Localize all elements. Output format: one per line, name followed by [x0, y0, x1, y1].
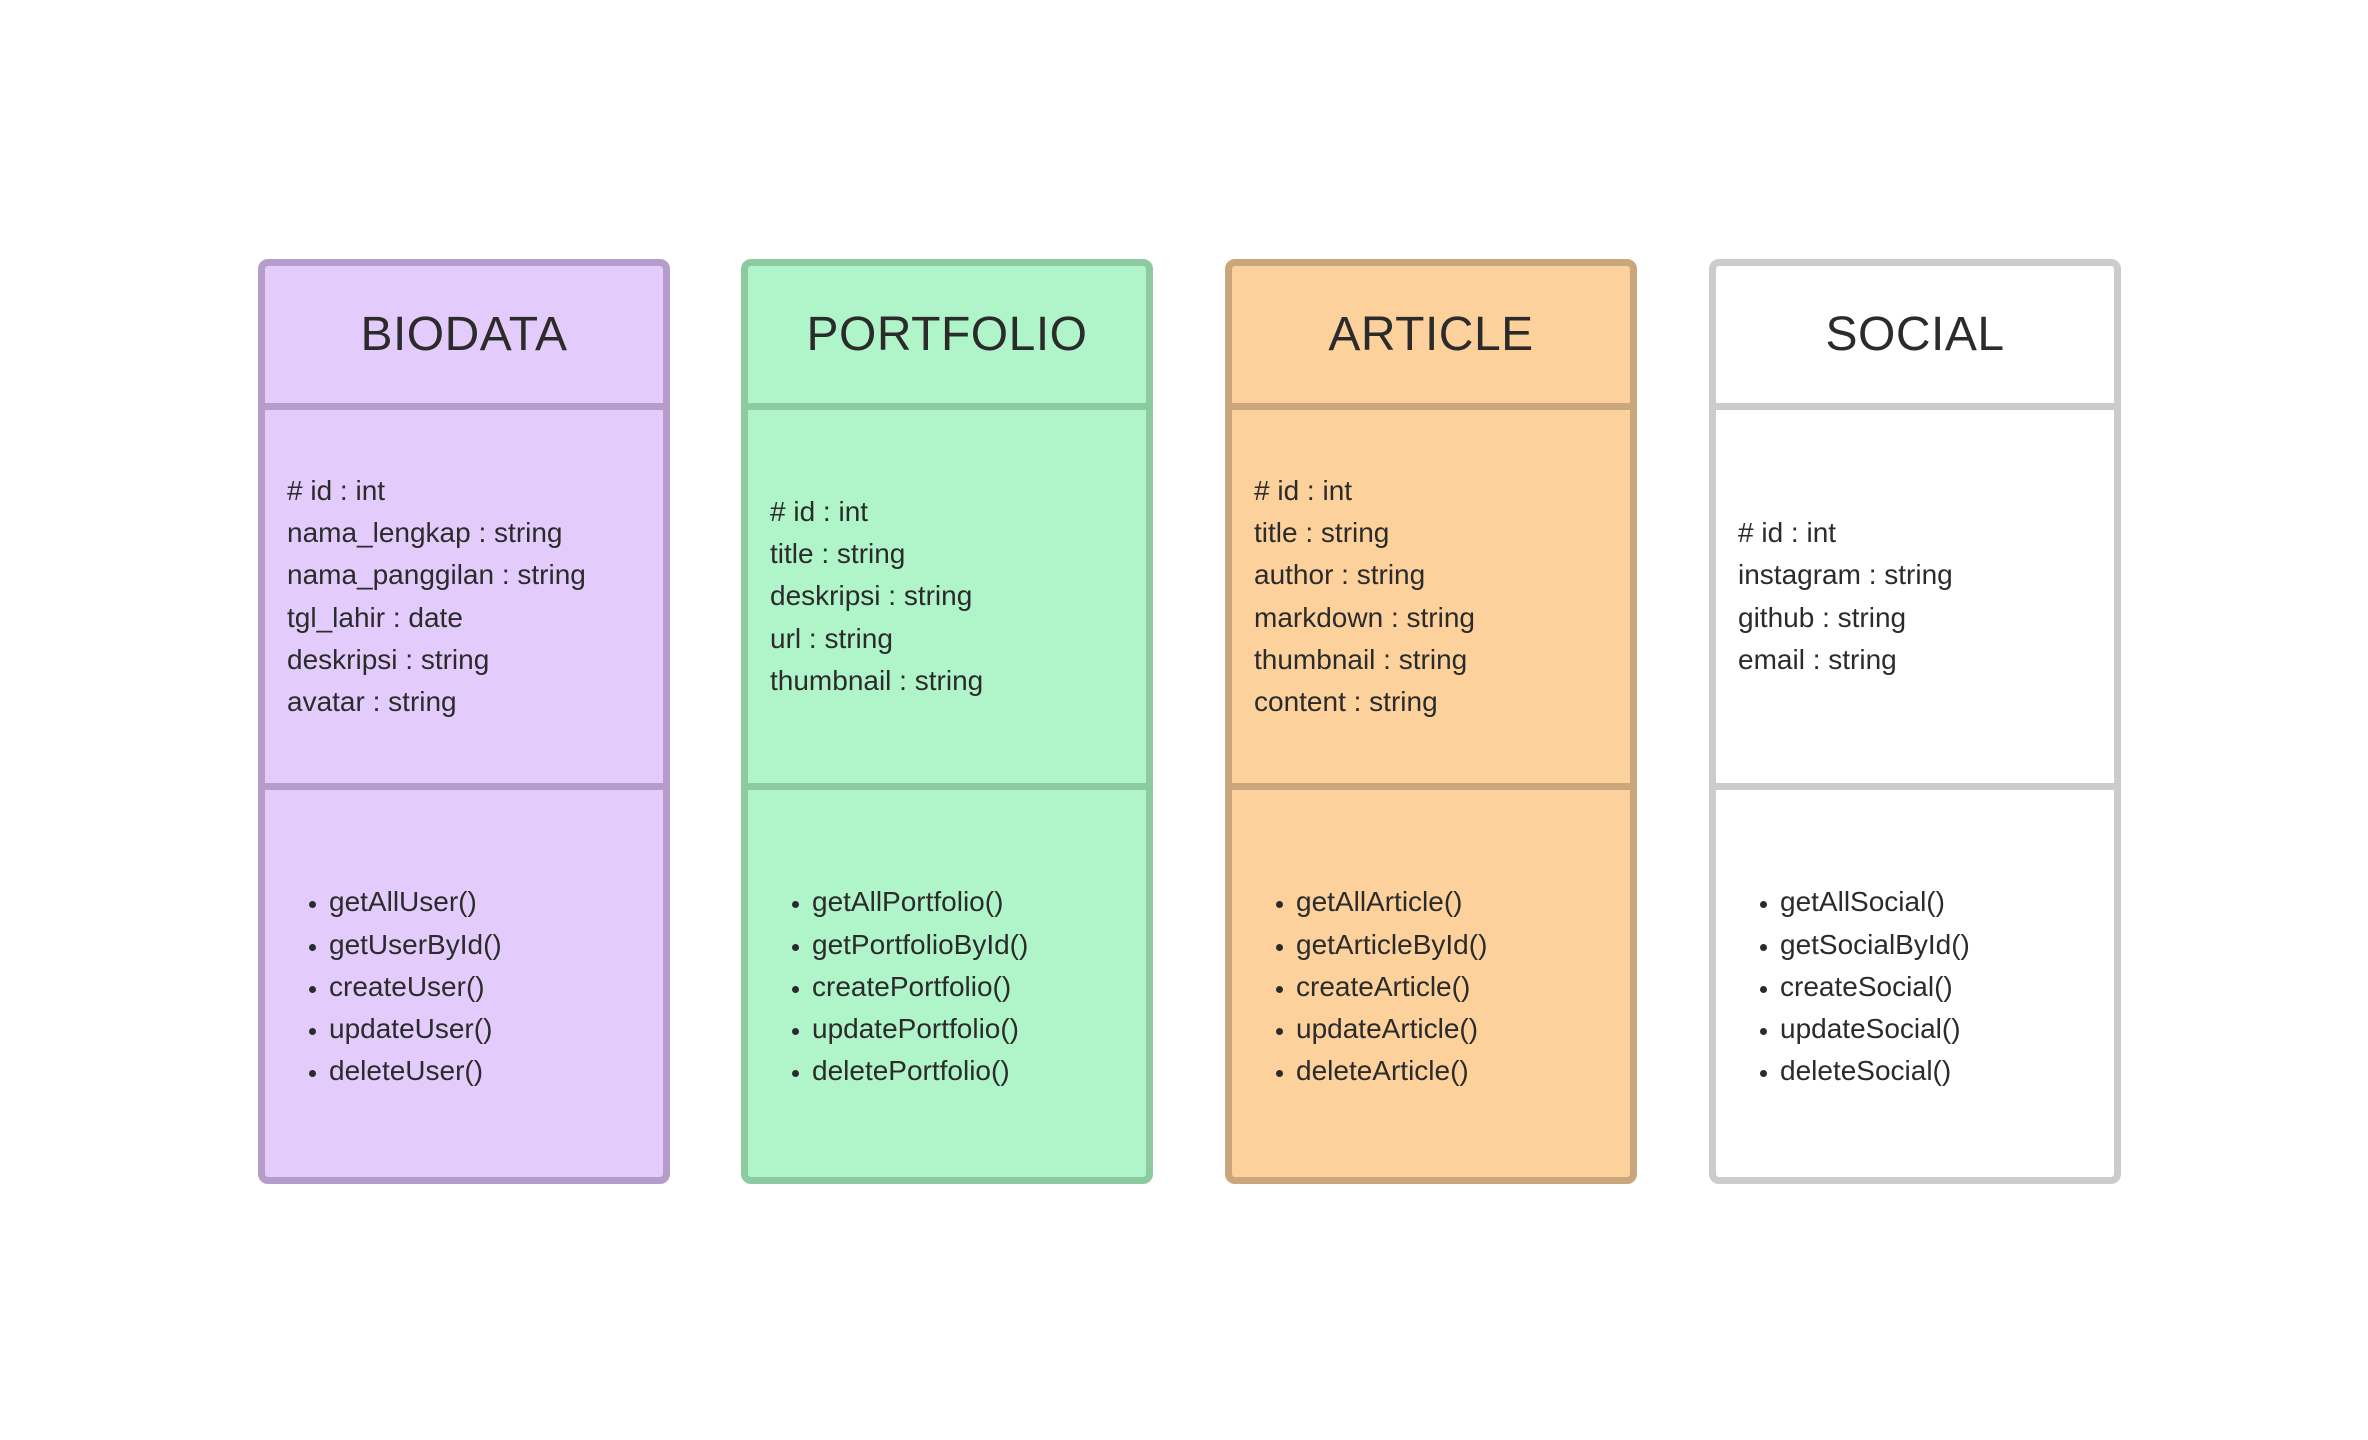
attribute-row: # id : int: [287, 474, 386, 506]
class-biodata[interactable]: BIODATA # id : int nama_lengkap : string n…: [258, 259, 670, 1184]
divider: [748, 783, 1146, 790]
class-social[interactable]: SOCIAL # id : int instagram : string githu…: [1709, 259, 2121, 1184]
method-item: createArticle(): [1296, 966, 1630, 1008]
attribute-row: instagram : string: [1738, 559, 1953, 591]
method-item: getAllUser(): [329, 881, 663, 923]
method-item: createSocial(): [1780, 966, 2114, 1008]
methods-list: getAllUser()getUserById()createUser()upd…: [287, 881, 663, 1092]
method-item: getArticleById(): [1296, 924, 1630, 966]
divider: [1232, 783, 1630, 790]
attribute-row: title : string: [1254, 517, 1390, 549]
method-item: createPortfolio(): [812, 966, 1146, 1008]
attribute-row: author : string: [1254, 559, 1426, 591]
attribute-row: deskripsi : string: [770, 580, 973, 612]
method-item: updatePortfolio(): [812, 1008, 1146, 1050]
method-item: deleteSocial(): [1780, 1050, 2114, 1092]
method-item: createUser(): [329, 966, 663, 1008]
class-title: PORTFOLIO: [806, 308, 1088, 361]
methods-list: getAllPortfolio()getPortfolioById()creat…: [770, 881, 1146, 1092]
method-item: getAllPortfolio(): [812, 881, 1146, 923]
method-item: getAllSocial(): [1780, 881, 2114, 923]
divider: [1232, 403, 1630, 410]
attribute-row: thumbnail : string: [1254, 643, 1468, 675]
attribute-row: # id : int: [770, 495, 869, 527]
class-header: BIODATA: [265, 266, 663, 403]
attribute-row: url : string: [770, 622, 893, 654]
attribute-row: deskripsi : string: [287, 643, 490, 675]
attribute-row: email : string: [1738, 643, 1897, 675]
method-item: getUserById(): [329, 924, 663, 966]
methods-section: getAllUser()getUserById()createUser()upd…: [265, 790, 663, 1177]
class-portfolio[interactable]: PORTFOLIO # id : int title : string deskri…: [741, 259, 1153, 1184]
methods-list: getAllArticle()getArticleById()createArt…: [1254, 881, 1630, 1092]
attribute-row: nama_lengkap : string: [287, 517, 563, 549]
class-title: BIODATA: [360, 308, 568, 361]
attribute-row: markdown : string: [1254, 601, 1475, 633]
methods-section: getAllPortfolio()getPortfolioById()creat…: [748, 790, 1146, 1177]
method-item: deleteUser(): [329, 1050, 663, 1092]
attribute-row: # id : int: [1254, 474, 1353, 506]
method-item: updateSocial(): [1780, 1008, 2114, 1050]
attribute-row: title : string: [770, 538, 906, 570]
attributes-section: # id : int instagram : string github : str…: [1716, 410, 2114, 783]
class-header: SOCIAL: [1716, 266, 2114, 403]
attribute-row: tgl_lahir : date: [287, 601, 463, 633]
class-header: PORTFOLIO: [748, 266, 1146, 403]
attributes-section: # id : int nama_lengkap : string nama_pang…: [265, 410, 663, 783]
method-item: getPortfolioById(): [812, 924, 1146, 966]
method-item: deletePortfolio(): [812, 1050, 1146, 1092]
divider: [1716, 783, 2114, 790]
class-article[interactable]: ARTICLE # id : int title : string author :…: [1225, 259, 1637, 1184]
class-title: ARTICLE: [1328, 308, 1534, 361]
divider: [748, 403, 1146, 410]
divider: [265, 783, 663, 790]
method-item: getAllArticle(): [1296, 881, 1630, 923]
attribute-row: nama_panggilan : string: [287, 559, 586, 591]
attribute-row: thumbnail : string: [770, 664, 984, 696]
methods-list: getAllSocial()getSocialById()createSocia…: [1738, 881, 2114, 1092]
attribute-row: avatar : string: [287, 685, 457, 717]
attributes-section: # id : int title : string deskripsi : stri…: [748, 410, 1146, 783]
class-title: SOCIAL: [1825, 308, 2005, 361]
attribute-row: github : string: [1738, 601, 1907, 633]
method-item: getSocialById(): [1780, 924, 2114, 966]
attribute-row: content : string: [1254, 685, 1438, 717]
methods-section: getAllArticle()getArticleById()createArt…: [1232, 790, 1630, 1177]
divider: [1716, 403, 2114, 410]
method-item: deleteArticle(): [1296, 1050, 1630, 1092]
attributes-section: # id : int title : string author : string m…: [1232, 410, 1630, 783]
method-item: updateArticle(): [1296, 1008, 1630, 1050]
method-item: updateUser(): [329, 1008, 663, 1050]
class-header: ARTICLE: [1232, 266, 1630, 403]
attribute-row: # id : int: [1738, 517, 1837, 549]
divider: [265, 403, 663, 410]
methods-section: getAllSocial()getSocialById()createSocia…: [1716, 790, 2114, 1177]
